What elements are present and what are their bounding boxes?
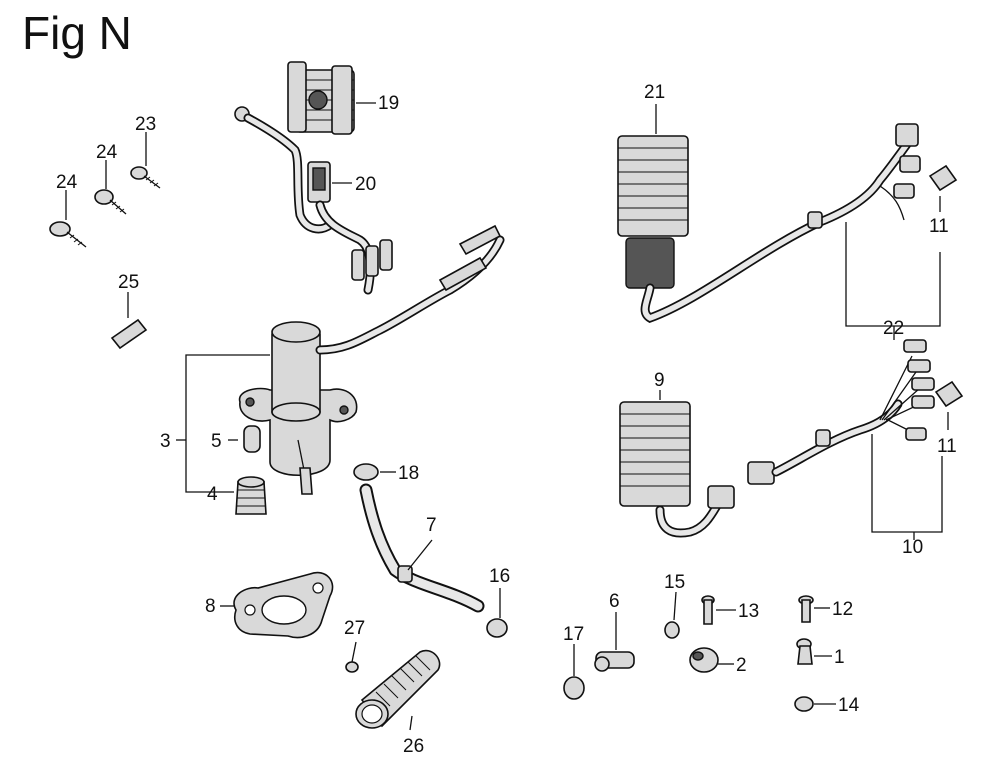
callout-21: 21 <box>644 82 665 103</box>
callout-10: 10 <box>902 537 923 558</box>
callout-5: 5 <box>211 431 222 452</box>
callout-labels: 19 20 23 24 24 25 3 5 4 8 18 7 16 27 26 … <box>56 82 957 757</box>
callout-20: 20 <box>355 174 376 195</box>
callout-9: 9 <box>654 370 665 391</box>
callout-24-b: 24 <box>56 172 78 193</box>
part-5-spring <box>243 425 261 453</box>
callout-25: 25 <box>118 272 139 293</box>
part-7-fuel-hose <box>359 483 485 613</box>
callout-1: 1 <box>834 647 845 668</box>
part-23-bolt <box>130 132 161 189</box>
part-10-wire-harness <box>747 339 943 540</box>
callout-19: 19 <box>378 93 399 114</box>
callout-23: 23 <box>135 114 156 135</box>
part-8-gasket <box>220 571 334 639</box>
part-24-bolt-b <box>49 190 87 248</box>
callout-11-b: 11 <box>937 436 957 457</box>
callout-26: 26 <box>403 736 424 757</box>
callout-12: 12 <box>832 599 853 620</box>
part-12-bolt <box>798 595 830 623</box>
part-25-dowel-pin <box>110 292 148 350</box>
callout-2: 2 <box>736 655 747 676</box>
callout-17: 17 <box>563 624 584 645</box>
part-1-bolt <box>796 638 832 665</box>
part-18-hose-clamp <box>353 463 396 481</box>
part-15-washer <box>664 591 680 639</box>
part-21-regulator-rectifier <box>617 104 689 289</box>
part-16-hose-clamp <box>486 588 508 638</box>
callout-13: 13 <box>738 601 759 622</box>
part-11-cap-b <box>934 380 964 430</box>
part-11-cap-a <box>928 164 958 212</box>
part-19-ignition-coil <box>287 61 376 135</box>
callout-7: 7 <box>426 515 437 536</box>
callout-14: 14 <box>838 695 860 716</box>
part-6-joint <box>594 612 635 672</box>
callout-22: 22 <box>883 318 904 339</box>
callout-18: 18 <box>398 463 419 484</box>
part-27-screw <box>345 641 359 673</box>
part-14-nut <box>794 696 836 712</box>
figure-title: Fig N <box>22 7 132 59</box>
part-24-bolt-a <box>94 160 127 215</box>
part-2-cap <box>689 647 734 673</box>
part-17-clip <box>563 644 585 700</box>
part-22-wire-harness <box>640 123 941 340</box>
callout-24-a: 24 <box>96 142 118 163</box>
part-13-bolt <box>701 595 736 625</box>
part-4-cap <box>235 476 267 515</box>
part-9-regulator-rectifier <box>619 390 735 538</box>
callout-11-a: 11 <box>929 216 949 237</box>
callout-27: 27 <box>344 618 365 639</box>
callout-15: 15 <box>664 572 685 593</box>
callout-3: 3 <box>160 431 171 452</box>
part-20-wire-harness <box>234 106 393 295</box>
callout-16: 16 <box>489 566 510 587</box>
callout-8: 8 <box>205 596 216 617</box>
callout-6: 6 <box>609 591 620 612</box>
part-26-rubber-grip <box>355 649 441 731</box>
part-3-solenoid <box>176 224 505 495</box>
callout-4: 4 <box>207 484 218 505</box>
